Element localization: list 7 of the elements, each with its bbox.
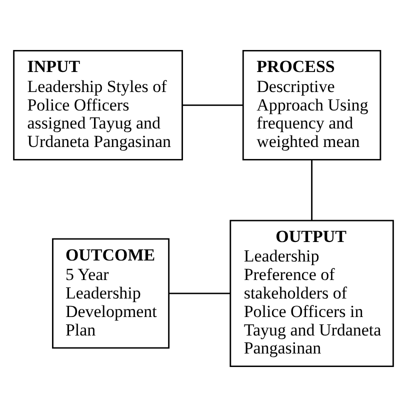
connector	[168, 292, 230, 294]
node-box: OUTCOME 5 Year Leadership Development Plan	[52, 238, 170, 349]
node-box: OUTPUT Leadership Preference of stakeholders of Police Officers in Tayug and Urdaneta Pangasinan	[230, 220, 394, 368]
connector	[311, 160, 312, 220]
node-box: INPUT Leadership Styles of Police Officers assigned Tayug and Urdaneta Pangasinan	[13, 50, 183, 160]
connector	[182, 104, 244, 106]
node-box: PROCESS Descriptive Approach Using frequency and weighted mean	[242, 50, 382, 160]
